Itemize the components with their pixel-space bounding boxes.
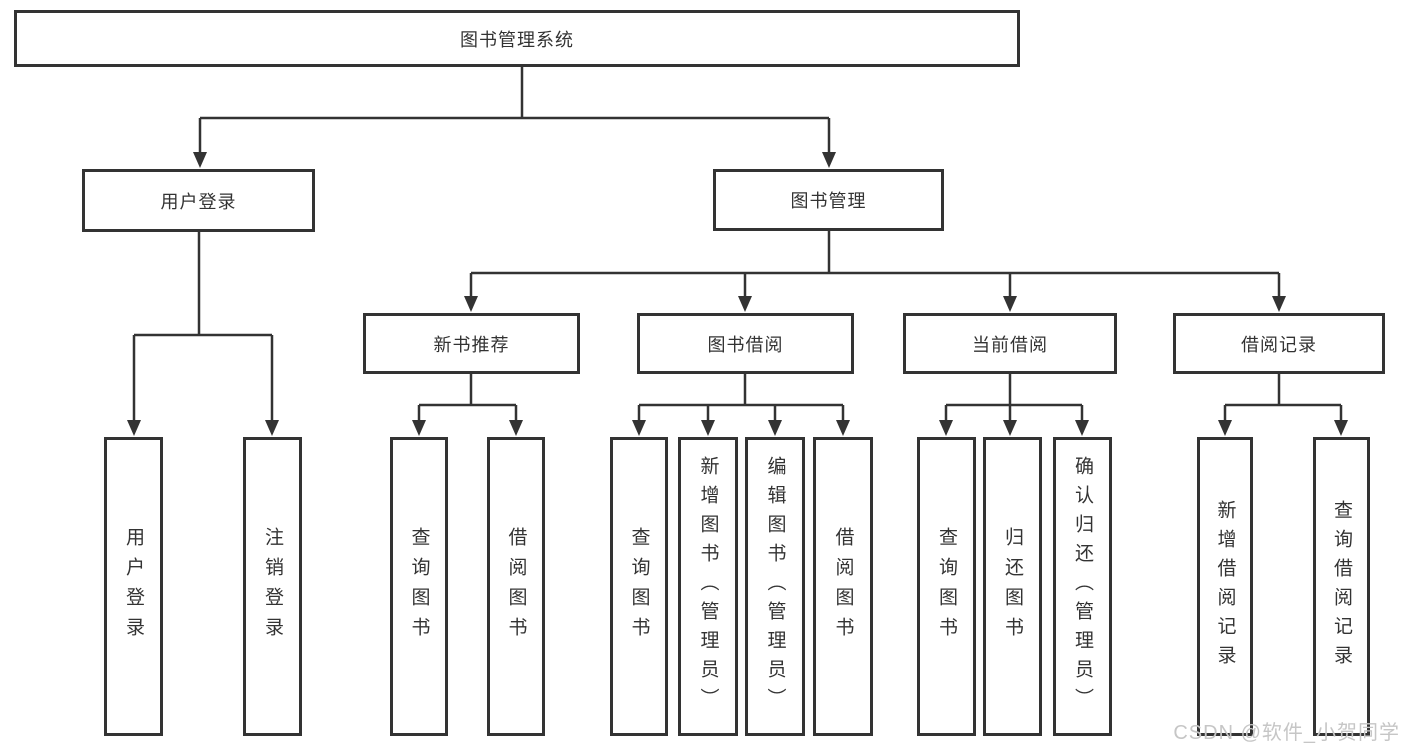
leaf-add-book-admin-label: 新增图书（管理员） [697, 456, 719, 717]
leaf-query-borrow-record: 查询借阅记录 [1313, 437, 1370, 736]
node-borrow-records: 借阅记录 [1173, 313, 1385, 374]
leaf-confirm-return-admin: 确认归还（管理员） [1053, 437, 1112, 736]
leaf-borrow-books-borrow-label: 借阅图书 [832, 526, 854, 647]
node-book-management: 图书管理 [713, 169, 944, 231]
leaf-confirm-return-admin-label: 确认归还（管理员） [1072, 456, 1093, 717]
node-current-borrow-label: 当前借阅 [972, 334, 1048, 355]
leaf-logout-label: 注销登录 [262, 526, 283, 647]
node-current-borrow: 当前借阅 [903, 313, 1117, 374]
node-book-management-label: 图书管理 [790, 191, 867, 211]
node-root-label: 图书管理系统 [460, 29, 574, 50]
leaf-add-book-admin: 新增图书（管理员） [678, 437, 738, 736]
leaf-query-borrow-record-label: 查询借阅记录 [1331, 499, 1352, 674]
leaf-edit-book-admin: 编辑图书（管理员） [745, 437, 805, 736]
leaf-edit-book-admin-label: 编辑图书（管理员） [764, 456, 786, 717]
node-new-book-recommend: 新书推荐 [363, 313, 580, 374]
leaf-query-books-borrow: 查询图书 [610, 437, 668, 736]
leaf-return-books: 归还图书 [983, 437, 1042, 736]
node-user-login: 用户登录 [82, 169, 315, 232]
node-book-borrow-label: 图书借阅 [707, 334, 784, 355]
leaf-query-books-recommend: 查询图书 [390, 437, 448, 736]
leaf-borrow-books-borrow: 借阅图书 [813, 437, 873, 736]
watermark: CSDN @软件_小贺同学 [1173, 722, 1400, 744]
leaf-borrow-books-recommend-label: 借阅图书 [505, 526, 527, 647]
node-borrow-records-label: 借阅记录 [1241, 334, 1317, 355]
leaf-query-books-borrow-label: 查询图书 [628, 526, 650, 647]
leaf-query-books-current-label: 查询图书 [936, 526, 957, 647]
node-book-borrow: 图书借阅 [637, 313, 854, 374]
leaf-logout: 注销登录 [243, 437, 302, 736]
leaf-user-login-label: 用户登录 [123, 526, 144, 647]
leaf-borrow-books-recommend: 借阅图书 [487, 437, 545, 736]
node-new-book-recommend-label: 新书推荐 [433, 334, 510, 355]
leaf-add-borrow-record-label: 新增借阅记录 [1214, 499, 1236, 674]
leaf-query-books-recommend-label: 查询图书 [408, 526, 430, 647]
leaf-query-books-current: 查询图书 [917, 437, 976, 736]
leaf-user-login: 用户登录 [104, 437, 163, 736]
leaf-return-books-label: 归还图书 [1002, 526, 1023, 647]
node-root: 图书管理系统 [14, 10, 1020, 67]
node-user-login-label: 用户登录 [160, 191, 237, 212]
leaf-add-borrow-record: 新增借阅记录 [1197, 437, 1253, 736]
